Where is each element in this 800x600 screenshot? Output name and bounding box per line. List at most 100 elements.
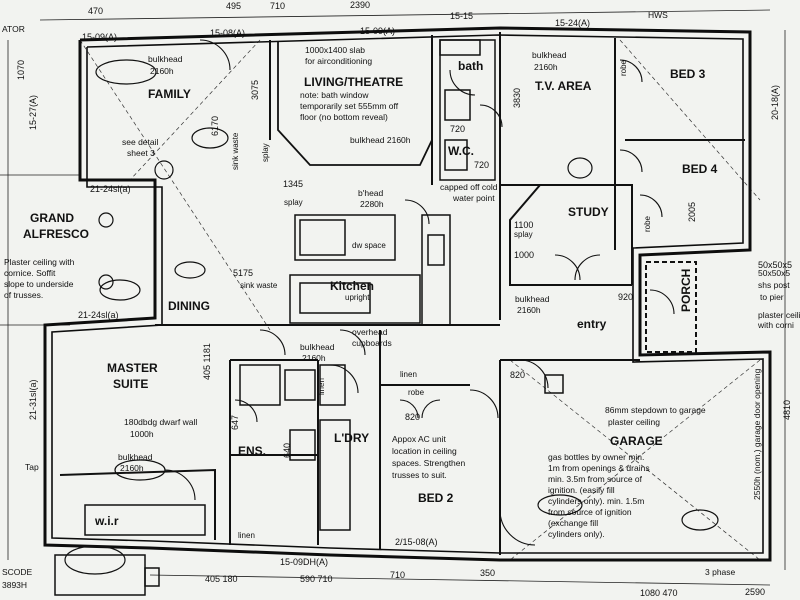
note-scode-num: 3893H bbox=[2, 580, 27, 590]
note-garage-door: 2550h (nom.) garage door opening bbox=[752, 368, 762, 500]
note-ac-location: location in ceiling bbox=[392, 446, 457, 456]
dim-2-15-08a: 2/15-08(A) bbox=[395, 537, 438, 547]
note-gas-7: (exchange fill bbox=[548, 518, 598, 528]
dim-720-wc: 720 bbox=[450, 124, 465, 134]
dim-1070: 1070 bbox=[16, 60, 26, 80]
note-gas-2: 1m from openings & drains bbox=[548, 463, 650, 473]
room-alfresco: ALFRESCO bbox=[23, 227, 89, 241]
label-linen-ldry: linen bbox=[317, 378, 326, 395]
note-family-bulkhead: bulkhead bbox=[148, 54, 183, 64]
note-ator: ATOR bbox=[2, 24, 25, 34]
note-overhead: overhead bbox=[352, 327, 388, 337]
note-tap: Tap bbox=[25, 462, 39, 472]
note-gas-1: gas bottles by owner min. bbox=[548, 452, 644, 462]
note-sheet: sheet 3 bbox=[127, 148, 155, 158]
porch-outline bbox=[645, 261, 697, 353]
note-hall-bulkhead: bulkhead bbox=[300, 342, 335, 352]
room-tv-area: T.V. AREA bbox=[535, 79, 592, 93]
dim-350: 350 bbox=[480, 568, 495, 578]
room-laundry: L'DRY bbox=[334, 431, 369, 445]
dim-710-top: 710 bbox=[270, 1, 285, 11]
dim-590-710: 590 710 bbox=[300, 574, 333, 584]
dim-15-09a-2: 15-09(A) bbox=[360, 26, 395, 36]
room-bed-4: BED 4 bbox=[682, 162, 718, 176]
room-ens: ENS. bbox=[238, 444, 266, 458]
dim-470: 470 bbox=[88, 6, 103, 16]
note-tv-bulkhead-height: 2160h bbox=[534, 62, 558, 72]
note-gas-6: from source of ignition bbox=[548, 507, 632, 517]
kitchen-benches bbox=[54, 39, 564, 596]
note-tv-bulkhead: bulkhead bbox=[532, 50, 567, 60]
note-gas-3: min. 3.5m from source of bbox=[548, 474, 643, 484]
note-stepdown: 86mm stepdown to garage bbox=[605, 405, 706, 415]
room-bed-3: BED 3 bbox=[670, 67, 706, 81]
note-porch-cornice: with corni bbox=[757, 320, 794, 330]
dimension-lines bbox=[0, 9, 786, 586]
note-porch-plaster: plaster ceiling bbox=[758, 310, 800, 320]
note-bath-window: note: bath window bbox=[300, 90, 369, 100]
dim-21-24sl: 21-24sl(a) bbox=[90, 184, 131, 194]
dim-1080-470: 1080 470 bbox=[640, 588, 678, 598]
label-linen-hall: linen bbox=[400, 370, 417, 379]
note-shs-post: 50x50x5 bbox=[758, 268, 790, 278]
dim-5175: 5175 bbox=[233, 268, 253, 278]
dim-405-180: 405 180 bbox=[205, 574, 238, 584]
note-gas-4: ignition. (easily fill bbox=[548, 485, 615, 495]
note-entry-bulkhead: bulkhead bbox=[515, 294, 550, 304]
room-porch: PORCH bbox=[679, 269, 693, 312]
note-trusses: of trusses. bbox=[4, 290, 43, 300]
dim-2390: 2390 bbox=[350, 0, 370, 10]
note-garage-plaster: plaster ceiling bbox=[608, 417, 660, 427]
dim-405-1181: 405 1181 bbox=[202, 343, 212, 380]
dim-647: 647 bbox=[230, 415, 240, 430]
note-cornice: cornice. Soffit bbox=[4, 268, 56, 278]
label-robe-bed2: robe bbox=[408, 388, 425, 397]
dim-1100: 1100 bbox=[514, 220, 533, 230]
note-aircon: for airconditioning bbox=[305, 56, 372, 66]
note-gas-8: cylinders only). bbox=[548, 529, 605, 539]
label-sink-waste-1: sink waste bbox=[231, 132, 240, 170]
label-robe-bed4: robe bbox=[643, 215, 652, 232]
dim-21-24sl-2: 21-24sl(a) bbox=[78, 310, 119, 320]
note-slab: 1000x1400 slab bbox=[305, 45, 365, 55]
note-3phase: 3 phase bbox=[705, 567, 736, 577]
dim-4810: 4810 bbox=[782, 400, 792, 420]
room-study: STUDY bbox=[568, 205, 609, 219]
dim-15-27a: 15-27(A) bbox=[28, 95, 38, 130]
label-splay-3: splay bbox=[261, 143, 270, 162]
note-dwarf-height: 1000h bbox=[130, 429, 154, 439]
dim-495: 495 bbox=[226, 1, 241, 11]
label-linen-ens: linen bbox=[238, 531, 255, 540]
note-hws: HWS bbox=[648, 10, 668, 20]
room-kitchen: Kitchen bbox=[330, 279, 374, 293]
note-living-bulkhead: bulkhead 2160h bbox=[350, 135, 411, 145]
label-splay-1: splay bbox=[284, 198, 303, 207]
dim-710-bottom: 710 bbox=[390, 570, 405, 580]
note-scode: SCODE bbox=[2, 567, 33, 577]
dim-2005: 2005 bbox=[687, 202, 697, 222]
door-swings bbox=[164, 39, 675, 546]
note-entry-bulkhead-height: 2160h bbox=[517, 305, 541, 315]
note-see-detail: see detail bbox=[122, 137, 158, 147]
note-hall-bulkhead-height: 2160h bbox=[302, 353, 326, 363]
dim-15-09a-1: 15-09(A) bbox=[82, 32, 117, 42]
note-plaster-ceiling: Plaster ceiling with bbox=[4, 257, 75, 267]
dim-50x50: 50x50x5 bbox=[758, 260, 792, 270]
dim-2590: 2590 bbox=[745, 587, 765, 597]
dim-820-bed2: 820 bbox=[405, 412, 420, 422]
note-slope: slope to underside bbox=[4, 279, 74, 289]
note-bhead: b'head bbox=[358, 188, 384, 198]
note-family-bulkhead-height: 2160h bbox=[150, 66, 174, 76]
note-capped-cold: capped off cold bbox=[440, 182, 498, 192]
note-shs-post-3: to pier bbox=[760, 292, 784, 302]
room-bath: bath bbox=[458, 59, 483, 73]
room-living-theatre: LIVING/THEATRE bbox=[304, 75, 403, 89]
label-sink-waste-2: sink waste bbox=[240, 281, 278, 290]
dim-20-18a: 20-18(A) bbox=[770, 85, 780, 120]
label-splay-2: splay bbox=[514, 230, 533, 239]
note-ac-suit: trusses to suit. bbox=[392, 470, 447, 480]
dim-15-08a: 15-08(A) bbox=[210, 28, 245, 38]
